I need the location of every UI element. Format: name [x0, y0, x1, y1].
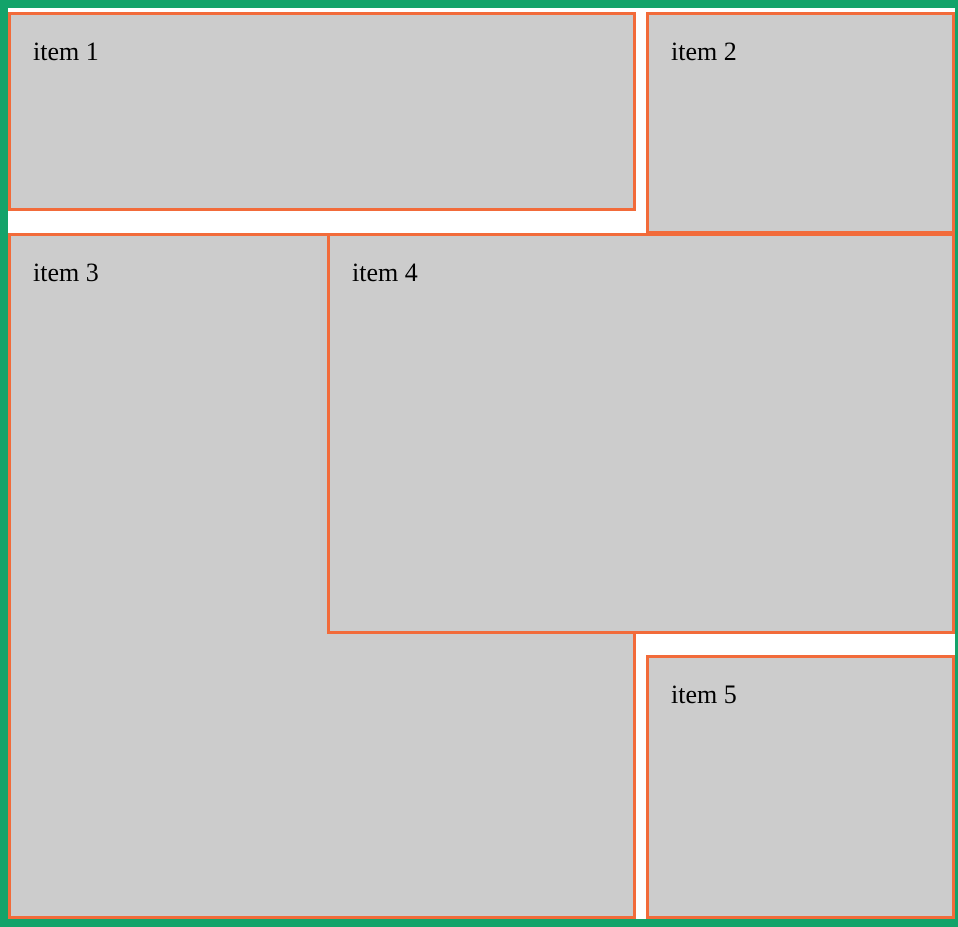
grid-item-1: item 1	[8, 12, 636, 211]
grid-item-2-label: item 2	[671, 37, 737, 66]
grid-item-4-label: item 4	[352, 258, 418, 287]
grid-item-5-label: item 5	[671, 680, 737, 709]
grid-item-2: item 2	[646, 12, 955, 234]
grid-item-1-label: item 1	[33, 37, 99, 66]
grid-item-4: item 4	[327, 233, 955, 634]
grid-item-3-label: item 3	[33, 258, 99, 287]
grid-item-5: item 5	[646, 655, 955, 919]
